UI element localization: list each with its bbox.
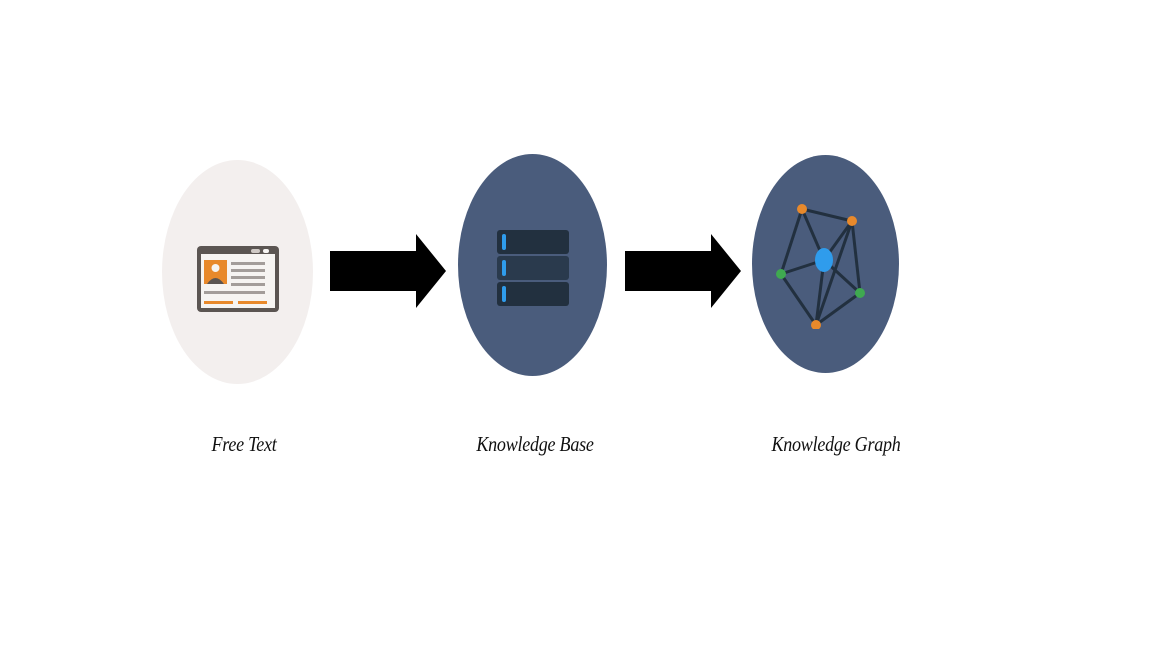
knowledge-graph-label: Knowledge Graph [771, 432, 901, 456]
knowledge-graph-node [752, 155, 899, 373]
knowledge-base-node [458, 154, 607, 376]
network-graph-icon [775, 204, 865, 329]
free-text-label: Free Text [211, 432, 277, 456]
arrow-right [625, 234, 741, 308]
arrow-right [330, 234, 446, 308]
free-text-node [162, 160, 313, 384]
database-icon [496, 230, 569, 306]
knowledge-base-label: Knowledge Base [476, 432, 594, 456]
document-icon [196, 246, 279, 312]
